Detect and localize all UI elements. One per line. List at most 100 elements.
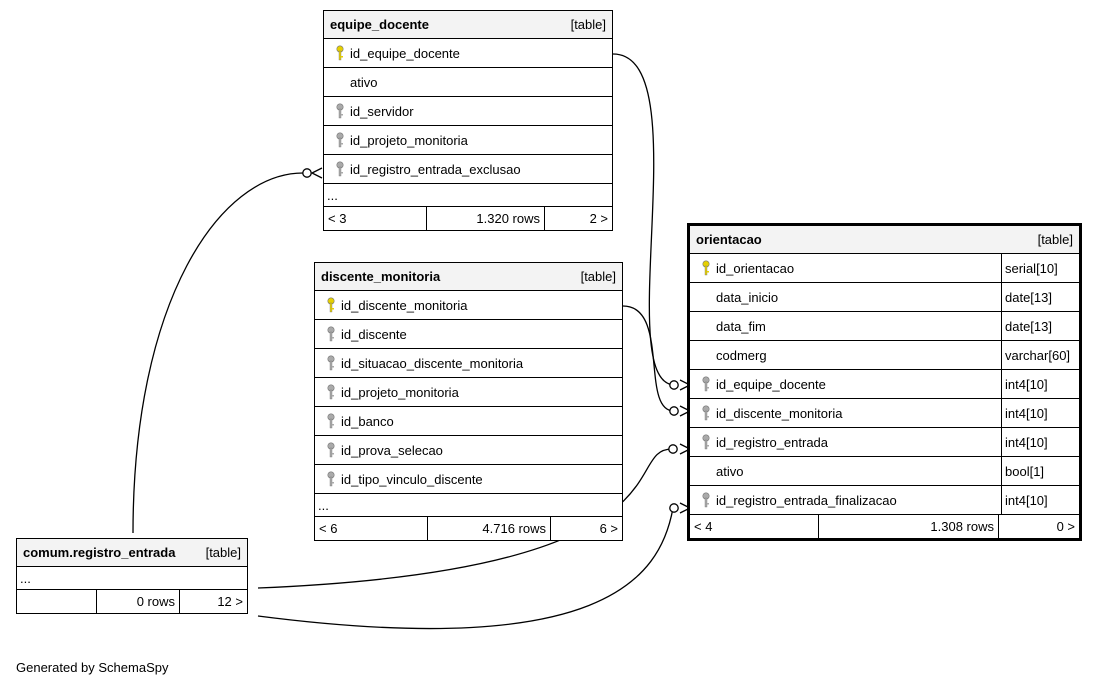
table-footer: < 6 4.716 rows 6 > — [315, 517, 622, 540]
column-row[interactable]: id_projeto_monitoria — [324, 126, 612, 155]
column-name-cell: data_fim — [690, 312, 1001, 340]
column-type: date[13] — [1001, 283, 1079, 311]
table-discente-monitoria[interactable]: discente_monitoria [table] id_discente_m… — [314, 262, 623, 541]
children-link[interactable]: 0 > — [1056, 519, 1075, 534]
link-registro-finalizacao — [257, 507, 674, 630]
foreign-key-icon — [321, 411, 341, 431]
column-row[interactable]: id_banco — [315, 407, 622, 436]
column-row[interactable]: id_servidor — [324, 97, 612, 126]
foreign-key-icon — [330, 130, 350, 150]
children-link[interactable]: 2 > — [589, 211, 608, 226]
column-row[interactable]: ativo — [324, 68, 612, 97]
table-name: comum.registro_entrada — [23, 545, 176, 560]
column-name: id_projeto_monitoria — [341, 384, 459, 400]
column-row[interactable]: id_discente_monitoria — [315, 291, 622, 320]
children-link[interactable]: 6 > — [599, 521, 618, 536]
table-registro-entrada[interactable]: comum.registro_entrada [table] ... 0 row… — [16, 538, 248, 614]
foreign-key-icon — [321, 469, 341, 489]
column-row[interactable]: id_equipe_docente int4[10] — [690, 370, 1079, 399]
primary-key-icon — [330, 43, 350, 63]
column-row[interactable]: id_registro_entrada_exclusao — [324, 155, 612, 184]
column-row[interactable]: id_tipo_vinculo_discente — [315, 465, 622, 494]
more-columns: ... — [17, 567, 247, 590]
table-header: discente_monitoria [table] — [315, 263, 622, 291]
foreign-key-icon — [330, 159, 350, 179]
column-name: id_servidor — [350, 103, 414, 119]
foreign-key-icon — [321, 440, 341, 460]
column-name: data_fim — [716, 318, 766, 334]
column-name-cell: id_projeto_monitoria — [315, 378, 622, 406]
column-row[interactable]: id_registro_entrada_finalizacao int4[10] — [690, 486, 1079, 515]
column-name-cell: id_registro_entrada — [690, 428, 1001, 456]
optional-marker — [669, 380, 679, 390]
column-name-cell: id_projeto_monitoria — [324, 126, 612, 154]
column-row[interactable]: id_discente — [315, 320, 622, 349]
column-name: id_equipe_docente — [350, 45, 460, 61]
parents-link[interactable]: < 6 — [315, 517, 428, 540]
foreign-key-icon — [696, 490, 716, 510]
column-row[interactable]: id_registro_entrada int4[10] — [690, 428, 1079, 457]
column-name-cell: id_registro_entrada_finalizacao — [690, 486, 1001, 514]
column-type: int4[10] — [1001, 370, 1079, 398]
column-name-cell: id_discente — [315, 320, 622, 348]
table-kind: [table] — [205, 545, 241, 560]
column-name: id_registro_entrada_finalizacao — [716, 492, 897, 508]
column-row[interactable]: id_prova_selecao — [315, 436, 622, 465]
column-type: int4[10] — [1001, 428, 1079, 456]
column-name: id_situacao_discente_monitoria — [341, 355, 524, 371]
column-name: id_equipe_docente — [716, 376, 826, 392]
table-header: comum.registro_entrada [table] — [17, 539, 247, 567]
table-kind: [table] — [1037, 232, 1073, 247]
row-count: 1.320 rows — [427, 207, 545, 230]
column-name: id_prova_selecao — [341, 442, 443, 458]
column-name-cell: id_prova_selecao — [315, 436, 622, 464]
column-name-cell: data_inicio — [690, 283, 1001, 311]
column-type: serial[10] — [1001, 254, 1079, 282]
column-row[interactable]: id_equipe_docente — [324, 39, 612, 68]
link-registro-exclusao — [132, 172, 304, 534]
column-name: codmerg — [716, 347, 767, 363]
column-name: id_discente_monitoria — [341, 297, 468, 313]
column-name-cell: id_equipe_docente — [324, 39, 612, 67]
table-header: equipe_docente [table] — [324, 11, 612, 39]
parents-link[interactable]: < 3 — [324, 207, 427, 230]
foreign-key-icon — [696, 374, 716, 394]
column-row[interactable]: data_inicio date[13] — [690, 283, 1079, 312]
parents-link[interactable]: < 4 — [690, 515, 819, 538]
foreign-key-icon — [696, 403, 716, 423]
column-name: id_tipo_vinculo_discente — [341, 471, 483, 487]
column-name-cell: ativo — [690, 457, 1001, 485]
column-name-cell: id_situacao_discente_monitoria — [315, 349, 622, 377]
foreign-key-icon — [321, 382, 341, 402]
foreign-key-icon — [321, 324, 341, 344]
column-row[interactable]: id_projeto_monitoria — [315, 378, 622, 407]
foreign-key-icon — [330, 101, 350, 121]
column-name-cell: codmerg — [690, 341, 1001, 369]
children-link[interactable]: 12 > — [217, 594, 243, 609]
link-discente-monitoria — [622, 305, 675, 412]
optional-marker — [669, 503, 679, 513]
generated-by-label: Generated by SchemaSpy — [16, 660, 169, 675]
optional-marker — [668, 444, 678, 454]
parents-link[interactable] — [17, 590, 97, 613]
optional-marker — [302, 168, 312, 178]
column-name-cell: id_registro_entrada_exclusao — [324, 155, 612, 183]
column-row[interactable]: id_situacao_discente_monitoria — [315, 349, 622, 378]
table-footer: < 4 1.308 rows 0 > — [690, 515, 1079, 538]
optional-marker — [669, 406, 679, 416]
primary-key-icon — [321, 295, 341, 315]
column-name: id_registro_entrada — [716, 434, 829, 450]
column-name: id_registro_entrada_exclusao — [350, 161, 521, 177]
column-type: int4[10] — [1001, 399, 1079, 427]
column-name: data_inicio — [716, 289, 779, 305]
table-equipe-docente[interactable]: equipe_docente [table] id_equipe_docente… — [323, 10, 613, 231]
column-name-cell: id_discente_monitoria — [315, 291, 622, 319]
column-type: int4[10] — [1001, 486, 1079, 514]
